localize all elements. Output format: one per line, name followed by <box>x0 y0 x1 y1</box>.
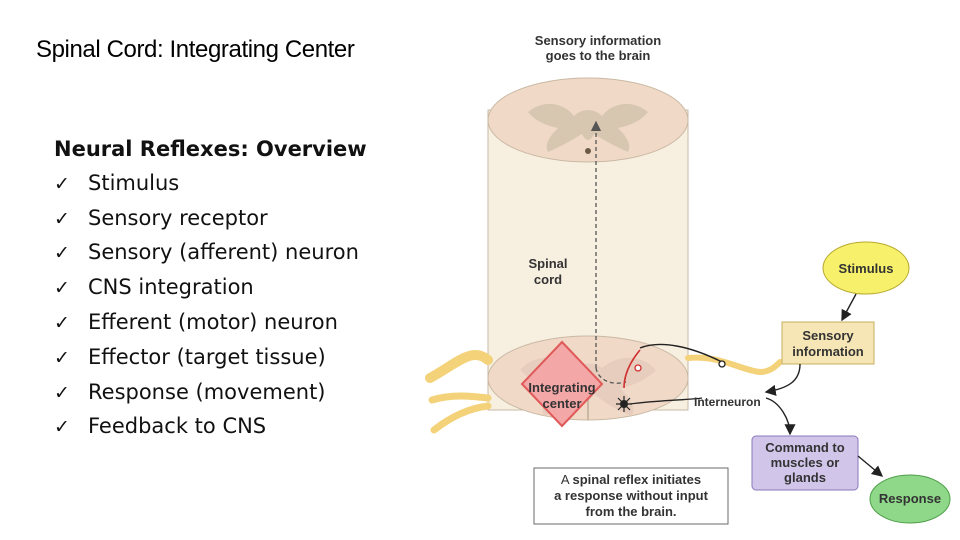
command-line3: glands <box>784 470 826 485</box>
item-label: Sensory receptor <box>88 205 268 230</box>
caption-prefix: A <box>561 472 573 487</box>
sensory-information-line2: information <box>792 344 864 359</box>
item-label: Feedback to CNS <box>88 414 267 439</box>
command-node <box>751 435 859 491</box>
checkmark-icon: ✓ <box>54 381 70 404</box>
item-label: Stimulus <box>88 170 180 195</box>
sensory-information-line1: Sensory <box>802 328 854 343</box>
caption-box <box>533 467 729 525</box>
brain-label-line1: Sensory information <box>535 33 661 48</box>
arrow-sensory-to-interneuron <box>764 363 801 396</box>
caption-suffix: initiates <box>648 472 701 487</box>
sensory-information-node <box>781 321 875 365</box>
spinal-cord-label-line1: Spinal <box>528 256 567 271</box>
nerve-root-left-upper <box>425 350 493 383</box>
checkmark-icon: ✓ <box>54 242 70 265</box>
overview-heading: Neural Reflexes: Overview <box>54 137 367 161</box>
gray-matter-top <box>528 103 648 152</box>
list-item: ✓ Sensory (afferent) neuron <box>54 236 424 271</box>
interneuron-label: Interneuron <box>694 395 761 409</box>
item-label: Efferent (motor) neuron <box>88 309 338 334</box>
caption-line1: A spinal reflex initiates <box>561 472 701 487</box>
checkmark-icon: ✓ <box>54 172 70 195</box>
motor-neuron-body-icon <box>616 396 632 412</box>
overview-list: Neural Reflexes: Overview ✓ Stimulus ✓ Sen… <box>54 133 424 445</box>
list-item: ✓ Response (movement) <box>54 376 424 411</box>
list-item: ✓ Stimulus <box>54 167 424 202</box>
command-line1: Command to <box>765 440 845 455</box>
overview-items: ✓ Stimulus ✓ Sensory receptor ✓ Sensory (af… <box>54 167 424 445</box>
stimulus-node <box>822 241 910 295</box>
arrow-interneuron-to-command <box>765 397 796 436</box>
slide-title: Spinal Cord: Integrating Center <box>36 36 355 63</box>
response-node <box>869 474 951 524</box>
item-label: CNS integration <box>88 275 254 300</box>
checkmark-icon: ✓ <box>54 277 70 300</box>
item-label: Effector (target tissue) <box>88 344 326 369</box>
caption-line3: from the brain. <box>585 504 676 519</box>
response-label: Response <box>879 491 941 506</box>
arrow-command-to-response <box>857 455 884 477</box>
stimulus-label: Stimulus <box>839 261 894 276</box>
list-item: ✓ Feedback to CNS <box>54 410 424 445</box>
integrating-center-line1: Integrating <box>528 380 595 395</box>
command-line2: muscles or <box>771 455 840 470</box>
sensory-neuron <box>639 343 723 363</box>
list-item: ✓ Effector (target tissue) <box>54 341 424 376</box>
checkmark-icon: ✓ <box>54 346 70 369</box>
interneuron-path <box>623 349 641 389</box>
item-label: Sensory (afferent) neuron <box>88 240 359 265</box>
item-label: Response (movement) <box>88 379 326 404</box>
nerve-root-left-mid <box>428 392 492 404</box>
arrow-stimulus-to-sensory <box>841 293 857 322</box>
list-item: ✓ CNS integration <box>54 271 424 306</box>
checkmark-icon: ✓ <box>54 311 70 334</box>
caption-bold: spinal reflex <box>572 472 649 487</box>
integrating-center-line2: center <box>542 396 581 411</box>
sensory-nerve-right <box>685 354 783 376</box>
caption-line2: a response without input <box>554 488 709 503</box>
integrating-center-shape <box>520 340 604 428</box>
list-item: ✓ Sensory receptor <box>54 202 424 237</box>
nerve-root-left-lower <box>430 402 492 434</box>
list-item: ✓ Efferent (motor) neuron <box>54 306 424 341</box>
checkmark-icon: ✓ <box>54 416 70 439</box>
spinal-cord-label-line2: cord <box>534 272 562 287</box>
brain-label-line2: goes to the brain <box>546 48 651 63</box>
checkmark-icon: ✓ <box>54 207 70 230</box>
